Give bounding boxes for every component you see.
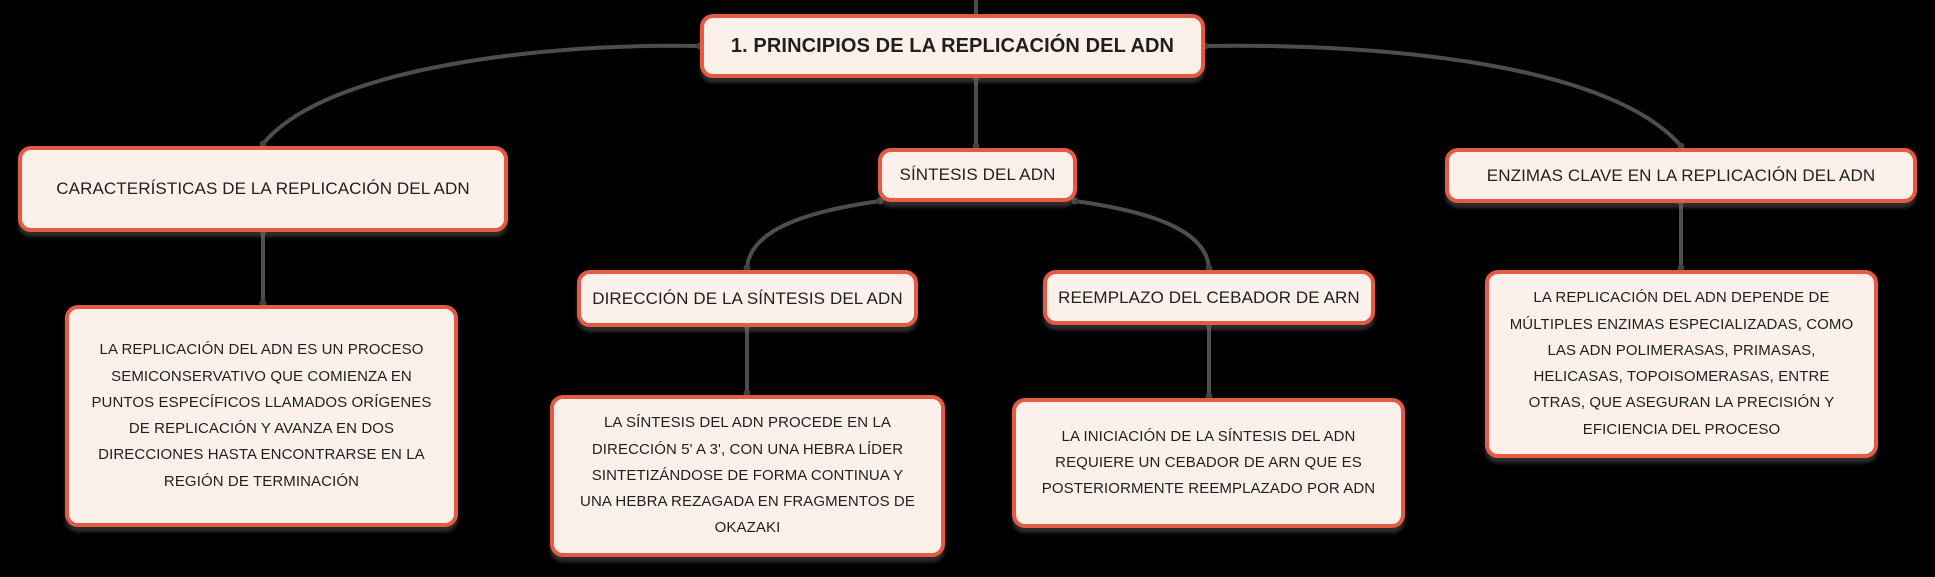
connector-sintesis-reemplazo bbox=[1073, 199, 1211, 270]
note-text: LA REPLICACIÓN DEL ADN DEPENDE DE MÚLTIP… bbox=[1509, 289, 1854, 438]
note-text: LA SÍNTESIS DEL ADN PROCEDE EN LA DIRECC… bbox=[580, 414, 915, 537]
subtopic-label: DIRECCIÓN DE LA SÍNTESIS DEL ADN bbox=[592, 288, 903, 308]
note-node-enzimas[interactable]: LA REPLICACIÓN DEL ADN DEPENDE DE MÚLTIP… bbox=[1485, 270, 1878, 458]
root-node-title: 1. PRINCIPIOS DE LA REPLICACIÓN DEL ADN bbox=[730, 34, 1175, 57]
subtopic-label: REEMPLAZO DEL CEBADOR DE ARN bbox=[1058, 287, 1360, 307]
connector-root-caracteristicas bbox=[261, 43, 702, 146]
subtopic-node-direccion[interactable]: DIRECCIÓN DE LA SÍNTESIS DEL ADN bbox=[577, 270, 918, 327]
topic-node-sintesis[interactable]: SÍNTESIS DEL ADN bbox=[878, 148, 1077, 202]
topic-node-enzimas[interactable]: ENZIMAS CLAVE EN LA REPLICACIÓN DEL ADN bbox=[1445, 148, 1917, 203]
topic-label: ENZIMAS CLAVE EN LA REPLICACIÓN DEL ADN bbox=[1486, 165, 1876, 185]
connector-sintesis-direccion bbox=[745, 199, 882, 270]
note-text: LA INICIACIÓN DE LA SÍNTESIS DEL ADN REQ… bbox=[1041, 427, 1376, 498]
note-text: LA REPLICACIÓN DEL ADN ES UN PROCESO SEM… bbox=[91, 341, 432, 490]
topic-label: SÍNTESIS DEL ADN bbox=[899, 165, 1056, 184]
topic-node-caracteristicas[interactable]: CARACTERÍSTICAS DE LA REPLICACIÓN DEL AD… bbox=[18, 146, 508, 232]
topic-label: CARACTERÍSTICAS DE LA REPLICACIÓN DEL AD… bbox=[56, 179, 470, 198]
connector-root-enzimas bbox=[1203, 43, 1683, 148]
subtopic-node-reemplazo[interactable]: REEMPLAZO DEL CEBADOR DE ARN bbox=[1043, 270, 1375, 325]
note-node-caracteristicas[interactable]: LA REPLICACIÓN DEL ADN ES UN PROCESO SEM… bbox=[65, 305, 458, 527]
note-node-direccion[interactable]: LA SÍNTESIS DEL ADN PROCEDE EN LA DIRECC… bbox=[550, 395, 945, 557]
note-node-reemplazo[interactable]: LA INICIACIÓN DE LA SÍNTESIS DEL ADN REQ… bbox=[1012, 398, 1405, 528]
root-node-principios[interactable]: 1. PRINCIPIOS DE LA REPLICACIÓN DEL ADN bbox=[700, 14, 1205, 78]
